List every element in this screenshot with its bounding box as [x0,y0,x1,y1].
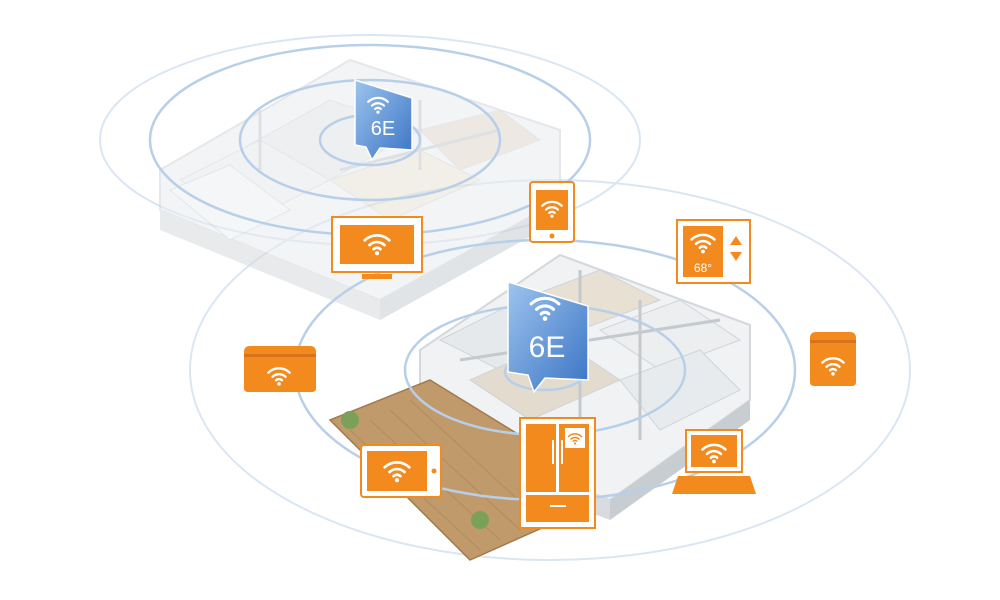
thermostat-device[interactable]: 68° [676,219,751,284]
lower-6e-badge: 6E [507,280,589,394]
upper-ring-2 [238,78,502,202]
phone-device[interactable] [529,181,575,243]
laptop-device[interactable] [672,429,756,494]
right-router-device[interactable] [810,332,856,386]
temp-down-arrow[interactable] [730,252,742,261]
thermostat-temperature: 68° [694,261,712,275]
fridge-device[interactable] [519,417,596,529]
left-router-device[interactable] [244,346,316,392]
lower-6e-label: 6E [529,331,566,364]
tablet-device[interactable] [360,444,442,498]
upper-6e-label: 6E [371,118,395,140]
upper-floor-plan [159,58,561,320]
temp-up-arrow[interactable] [730,236,742,245]
upper-6e-badge: 6E [354,78,413,162]
tv-device[interactable] [331,216,423,279]
